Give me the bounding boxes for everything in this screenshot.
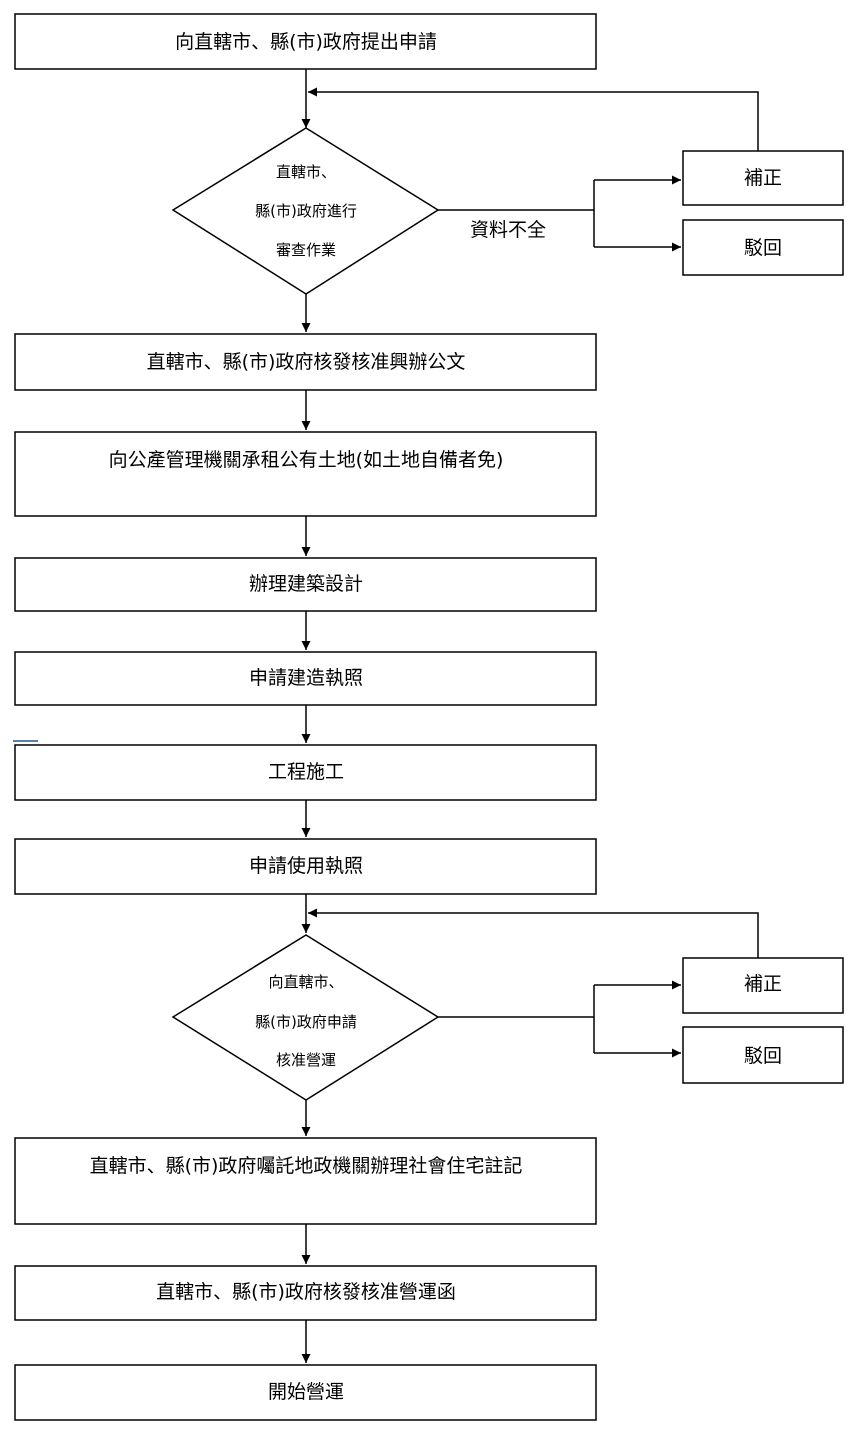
edge-supplement1-loop bbox=[308, 87, 759, 151]
node-review1-line2: 縣(市)政府進行 bbox=[255, 202, 357, 220]
node-operation-letter-label: 直轄市、縣(市)政府核發核准營運函 bbox=[156, 1281, 456, 1303]
node-construction-label: 工程施工 bbox=[268, 761, 344, 783]
node-lease-land: 向公產管理機關承租公有土地(如土地自備者免) bbox=[14, 431, 597, 517]
node-reject2-label: 駁回 bbox=[744, 1045, 782, 1067]
node-supplement2-label: 補正 bbox=[744, 973, 782, 995]
node-construction: 工程施工 bbox=[14, 744, 597, 801]
node-build-permit-label: 申請建造執照 bbox=[249, 667, 363, 689]
node-start-operation-label: 開始營運 bbox=[268, 1381, 344, 1403]
node-approve-doc: 直轄市、縣(市)政府核發核准興辦公文 bbox=[14, 333, 597, 391]
node-lease-land-label: 向公產管理機關承租公有土地(如土地自備者免) bbox=[109, 449, 504, 471]
node-register: 直轄市、縣(市)政府囑託地政機關辦理社會住宅註記 bbox=[14, 1137, 597, 1225]
edge-label-incomplete: 資料不全 bbox=[470, 219, 546, 241]
node-approve-doc-label: 直轄市、縣(市)政府核發核准興辦公文 bbox=[147, 351, 466, 373]
node-use-permit: 申請使用執照 bbox=[14, 838, 597, 895]
node-supplement1: 補正 bbox=[682, 150, 844, 206]
node-operation-letter: 直轄市、縣(市)政府核發核准營運函 bbox=[14, 1265, 597, 1321]
node-review1-line3: 審查作業 bbox=[276, 241, 336, 259]
node-build-permit: 申請建造執照 bbox=[14, 651, 597, 706]
node-review2-line3: 核准營運 bbox=[276, 1051, 336, 1069]
node-use-permit-label: 申請使用執照 bbox=[249, 855, 363, 877]
node-review2-line1: 向直轄市、 bbox=[268, 973, 343, 991]
node-design: 辦理建築設計 bbox=[14, 557, 597, 612]
node-start-operation: 開始營運 bbox=[14, 1364, 597, 1421]
stray-mark bbox=[13, 740, 38, 742]
edges bbox=[301, 69, 759, 1363]
edge-supplement2-loop bbox=[308, 908, 759, 958]
node-design-label: 辦理建築設計 bbox=[249, 573, 363, 595]
node-apply-label: 向直轄市、縣(市)政府提出申請 bbox=[175, 31, 437, 53]
node-review1: 直轄市、 縣(市)政府進行 審查作業 bbox=[171, 127, 440, 295]
node-reject2: 駁回 bbox=[682, 1026, 844, 1084]
node-register-label: 直轄市、縣(市)政府囑託地政機關辦理社會住宅註記 bbox=[90, 1155, 523, 1177]
node-apply: 向直轄市、縣(市)政府提出申請 bbox=[14, 13, 597, 70]
node-supplement2: 補正 bbox=[682, 957, 844, 1014]
node-review2-line2: 縣(市)政府申請 bbox=[255, 1013, 357, 1031]
node-reject1-label: 駁回 bbox=[744, 237, 782, 259]
node-review2: 向直轄市、 縣(市)政府申請 核准營運 bbox=[171, 934, 440, 1101]
node-review1-line1: 直轄市、 bbox=[276, 163, 336, 181]
node-supplement1-label: 補正 bbox=[744, 167, 782, 189]
node-reject1: 駁回 bbox=[682, 219, 844, 276]
